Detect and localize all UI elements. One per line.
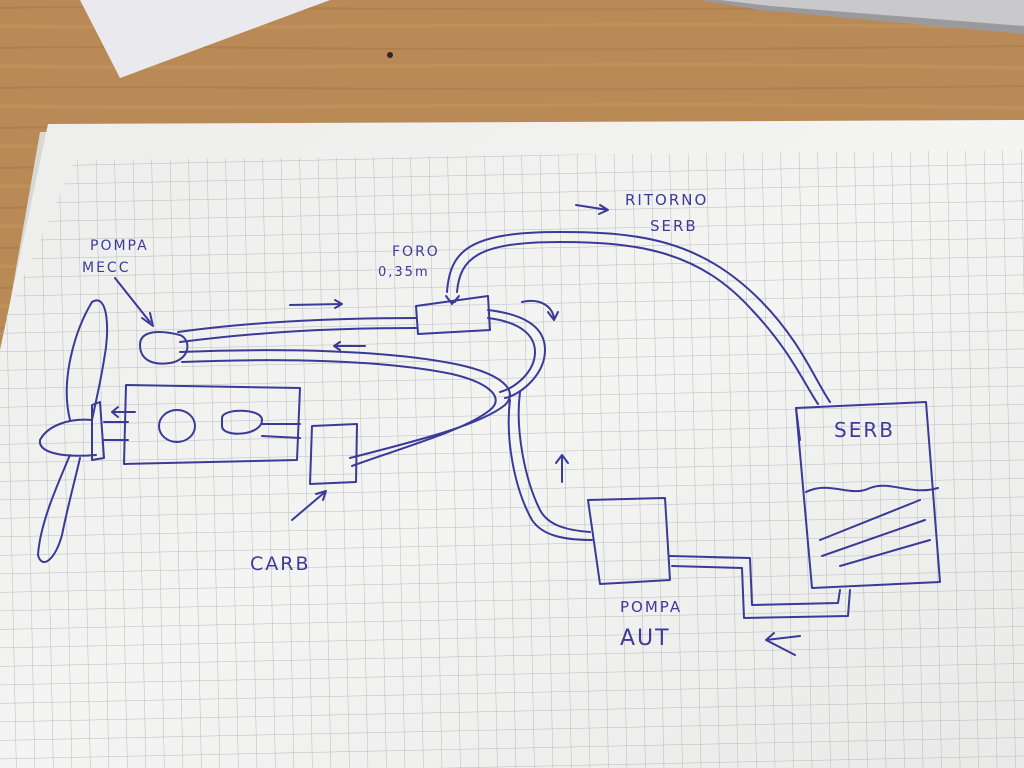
tank-box: [795, 401, 941, 589]
label-pompa-aut-1: POMPA: [620, 598, 682, 616]
pipe-pump-to-carb-top: [179, 349, 511, 459]
pipe-pump-to-carb-bottom: [181, 359, 497, 467]
tank-fuel-level: [805, 484, 939, 493]
arrow-left-middle: [333, 341, 366, 351]
tank-divider: [795, 407, 801, 441]
foro-nozzle: [445, 295, 460, 305]
label-serb-tank: SERB: [834, 418, 895, 442]
return-pipe-outer: [446, 231, 831, 403]
mech-pump-pointer: [114, 277, 154, 327]
pipe-autopump-to-tank-bottom: [671, 565, 851, 619]
label-pompa-aut-2: AUT: [620, 626, 671, 651]
engine-block: [123, 384, 301, 465]
label-ritorno-2: SERB: [650, 217, 698, 235]
label-pompa-mecc-1: POMPA: [90, 238, 149, 254]
pipe-pump-to-foro-top: [177, 317, 417, 333]
carb-pointer: [291, 490, 327, 521]
tank-hatch-3: [839, 539, 931, 567]
tank-hatch-1: [819, 499, 921, 541]
propeller-hub: [91, 401, 105, 461]
pipe-foro-to-autopump-inner: [507, 399, 593, 541]
engine-cylinder-2: [221, 409, 263, 435]
loop-pipe-outer: [487, 309, 546, 399]
propeller-blade-bottom: [37, 454, 81, 563]
labels: POMPA MECC FORO 0,35m RITORNO SERB SERB …: [82, 191, 895, 651]
label-carb: CARB: [250, 553, 311, 575]
engine-pipe: [261, 423, 301, 439]
arrow-to-prop: [111, 406, 136, 418]
arrow-up: [555, 454, 569, 483]
label-foro-1: FORO: [392, 244, 440, 260]
loop-pipe-inner: [487, 317, 536, 393]
arrow-right-upper: [289, 299, 343, 309]
mech-pump: [139, 331, 189, 365]
pipe-autopump-to-tank-top: [669, 555, 841, 606]
return-pipe-inner: [456, 241, 819, 405]
auto-pump-box: [587, 497, 671, 585]
pipe-foro-to-autopump-outer: [517, 391, 591, 533]
pipe-pump-to-foro-bottom: [179, 327, 417, 343]
arrow-left-bottom: [765, 632, 801, 656]
laptop-surface: [720, 0, 1024, 26]
propeller-blade-top: [65, 299, 109, 421]
arrow-ritorno: [575, 204, 609, 215]
white-sheet-corner: [80, 0, 330, 78]
carb-box: [309, 423, 358, 485]
engine-cylinder-1: [158, 409, 196, 443]
label-foro-2: 0,35m: [378, 265, 430, 280]
desk-spot: [387, 52, 393, 58]
ink-drawing: [37, 204, 941, 656]
tank-hatch-2: [821, 519, 926, 557]
foro-box: [415, 295, 491, 335]
loop-arrow: [521, 300, 559, 321]
label-pompa-mecc-2: MECC: [82, 260, 130, 276]
label-ritorno-1: RITORNO: [625, 191, 708, 209]
